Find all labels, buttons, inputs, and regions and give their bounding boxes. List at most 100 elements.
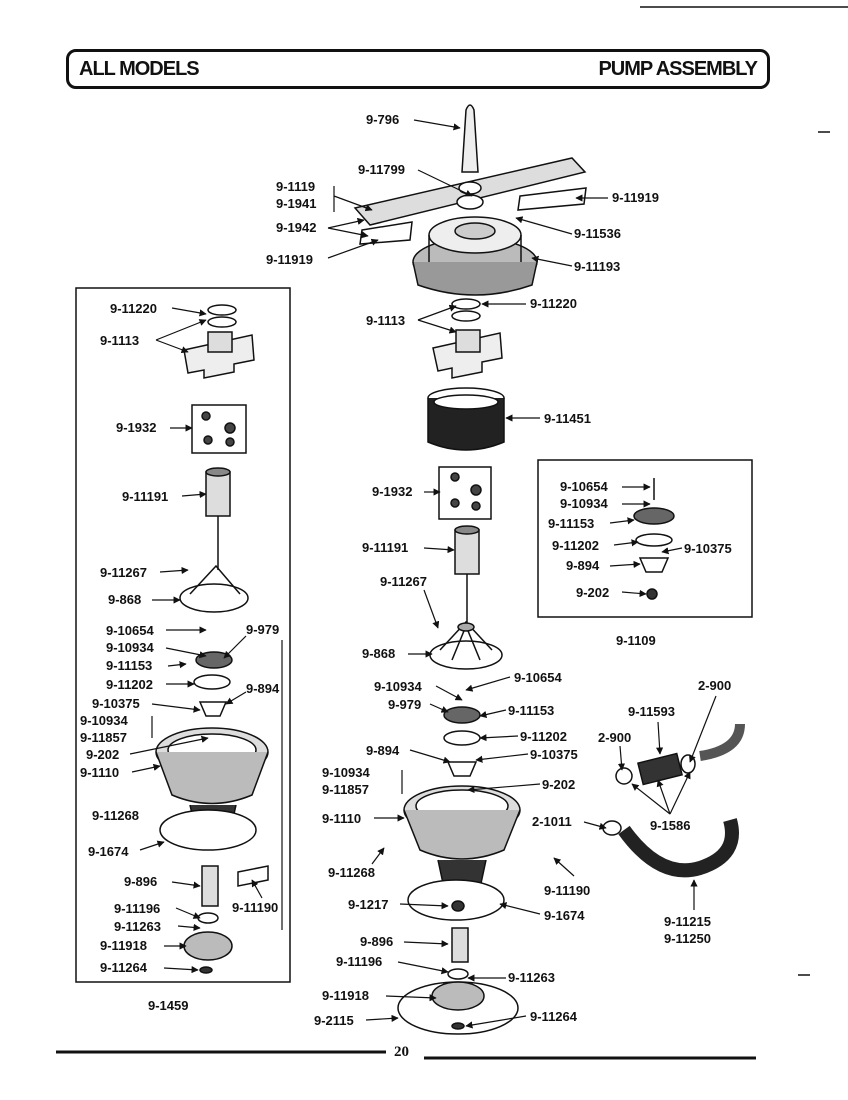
- seal-stack-part: [443, 706, 481, 777]
- callout-label: 9-11196: [114, 901, 160, 916]
- left-motor-shaft-part: [183, 865, 269, 974]
- callout-label: 9-11264: [530, 1009, 578, 1024]
- callout-label: 9-1674: [544, 908, 585, 923]
- callout-label: 9-1110: [80, 765, 119, 780]
- callout-leaders: [129, 119, 717, 1029]
- nozzle-part: [461, 104, 479, 173]
- callout-label: 9-11263: [114, 919, 161, 934]
- callout-label: 9-10934: [560, 496, 608, 511]
- hose-assembly-part: [602, 723, 745, 878]
- callout-label: 9-894: [566, 558, 600, 573]
- callout-label: 9-10375: [92, 696, 140, 711]
- callout-label: 9-11153: [106, 658, 152, 673]
- callout-label: 9-1932: [116, 420, 156, 435]
- callout-label: 9-1586: [650, 818, 690, 833]
- bracket-part: [432, 329, 503, 379]
- callout-label: 9-1110: [322, 811, 361, 826]
- left-shaft-part: [179, 467, 249, 613]
- callout-label: 2-900: [598, 730, 631, 745]
- callout-label: 9-202: [542, 777, 575, 792]
- callout-label: 9-11267: [380, 574, 427, 589]
- callout-label: 9-11191: [362, 540, 408, 555]
- models-title: ALL MODELS: [79, 58, 200, 80]
- callout-label: 9-11190: [544, 883, 590, 898]
- callout-label: 9-10654: [106, 623, 154, 638]
- callout-label: 9-1119: [276, 179, 315, 194]
- impeller-housing-part: [412, 216, 538, 296]
- callout-label: 9-10934: [322, 765, 370, 780]
- callout-label: 9-10654: [514, 670, 562, 685]
- callout-label: 9-11268: [328, 865, 375, 880]
- callout-label: 9-202: [86, 747, 119, 762]
- callout-label: 9-11153: [548, 516, 594, 531]
- callout-label: 9-11190: [232, 900, 278, 915]
- callout-label: 9-11215: [664, 914, 711, 929]
- page-number: 20: [394, 1044, 409, 1060]
- callout-label: 9-10375: [684, 541, 732, 556]
- left-inset-box: [75, 287, 291, 983]
- callout-label: 9-1217: [348, 897, 388, 912]
- callout-label: 9-11250: [664, 931, 711, 946]
- callout-labels: 9-796 9-11799 9-1119 9-1941 9-1942 9-119…: [80, 112, 732, 1028]
- callout-label: 9-796: [366, 112, 399, 127]
- callout-label: 9-202: [576, 585, 609, 600]
- callout-label: 9-11799: [358, 162, 405, 177]
- callout-label: 9-1113: [366, 313, 405, 328]
- shaft-sleeve-part: [454, 525, 480, 628]
- callout-label: 9-1932: [372, 484, 412, 499]
- gasket-disc-part: [407, 879, 505, 921]
- impeller-wheel-part: [429, 620, 503, 670]
- callout-label: 9-11196: [336, 954, 382, 969]
- callout-label: 9-10934: [374, 679, 422, 694]
- right-box-caption: 9-1109: [616, 633, 656, 648]
- kit-box-part: [438, 466, 492, 520]
- right-inset-box: [537, 459, 753, 618]
- callout-label: 9-11918: [100, 938, 147, 953]
- callout-label: 9-11193: [574, 259, 620, 274]
- strainer-part: [427, 387, 505, 451]
- callout-label: 9-896: [124, 874, 157, 889]
- callout-label: 9-979: [246, 622, 279, 637]
- callout-label: 9-894: [246, 681, 280, 696]
- callout-label: 9-868: [362, 646, 395, 661]
- left-seal-stack-part: [193, 651, 233, 717]
- callout-label: 9-11593: [628, 704, 675, 719]
- callout-label: 9-11536: [574, 226, 621, 241]
- callout-label: 9-979: [388, 697, 421, 712]
- callout-label: 9-10934: [80, 713, 128, 728]
- callout-label: 9-894: [366, 743, 400, 758]
- callout-label: 9-868: [108, 592, 141, 607]
- left-box-caption: 9-1459: [148, 998, 188, 1013]
- callout-label: 9-10654: [560, 479, 608, 494]
- title-banner: ALL MODELS PUMP ASSEMBLY: [66, 49, 770, 89]
- left-pump-housing-part: [155, 727, 269, 851]
- seal-rings-part: [451, 298, 481, 322]
- left-bracket-part: [183, 304, 255, 379]
- callout-label: 9-11451: [544, 411, 591, 426]
- callout-label: 9-11857: [322, 782, 369, 797]
- callout-label: 9-11202: [106, 677, 153, 692]
- callout-label: 9-11857: [80, 730, 127, 745]
- callout-label: 9-1674: [88, 844, 129, 859]
- left-kit-box-part: [191, 404, 247, 454]
- footer-rule: [56, 1050, 756, 1060]
- callout-label: 9-1942: [276, 220, 316, 235]
- callout-label: 9-11191: [122, 489, 168, 504]
- callout-label: 9-11918: [322, 988, 369, 1003]
- right-inset-parts: [633, 478, 675, 600]
- callout-label: 9-11220: [530, 296, 577, 311]
- callout-label: 9-11202: [552, 538, 599, 553]
- callout-label: 2-900: [698, 678, 731, 693]
- callout-label: 9-1941: [276, 196, 316, 211]
- callout-label: 9-11267: [100, 565, 147, 580]
- callout-label: 9-11153: [508, 703, 554, 718]
- callout-label: 9-11919: [266, 252, 313, 267]
- page-frame: [640, 6, 848, 976]
- callout-label: 9-1113: [100, 333, 139, 348]
- callout-label: 2-1011: [532, 814, 572, 829]
- pump-housing-part: [403, 785, 521, 889]
- callout-label: 9-10934: [106, 640, 154, 655]
- callout-label: 9-11268: [92, 808, 139, 823]
- callout-label: 9-11220: [110, 301, 157, 316]
